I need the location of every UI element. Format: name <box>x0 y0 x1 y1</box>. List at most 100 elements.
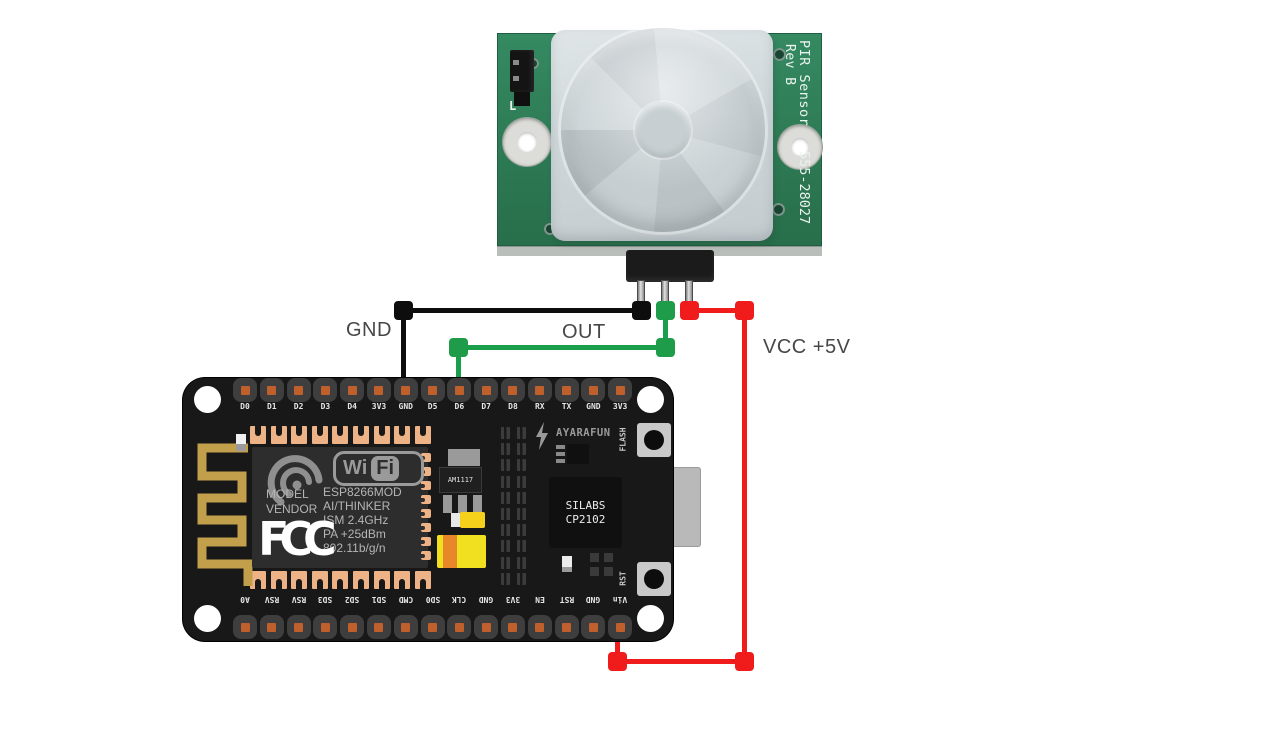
lightning-icon <box>536 422 548 450</box>
pin-label-bottom: GND <box>478 595 494 604</box>
pin-label-bottom: SD2 <box>344 595 360 604</box>
via <box>517 540 526 553</box>
pcb-antenna <box>197 443 253 586</box>
pin-socket-top <box>474 378 499 402</box>
pin-socket-bottom <box>608 615 633 639</box>
wire-gnd-horizontal <box>403 308 641 313</box>
pin-socket-bottom <box>313 615 338 639</box>
pir-jumper-pin <box>513 60 519 65</box>
module-text-line: MODEL <box>266 487 309 501</box>
pir-header-connector <box>626 250 714 282</box>
pir-jumper-label: L <box>509 99 517 113</box>
regulator-leg <box>473 495 482 513</box>
pin-label-top: D3 <box>320 402 331 411</box>
solder-pad <box>352 426 369 444</box>
via-grid <box>501 427 526 585</box>
pin-label-top: GND <box>586 402 601 411</box>
solder-pad <box>414 426 431 444</box>
module-pads-top <box>250 426 431 444</box>
pin-socket-top <box>340 378 365 402</box>
board-hole <box>637 605 664 632</box>
chip-line-2: CP2102 <box>565 512 606 526</box>
pir-pad-ring <box>772 203 785 216</box>
pin-label-top: D8 <box>508 402 518 411</box>
usb-connector <box>671 467 701 547</box>
pir-mount-bore <box>517 132 537 152</box>
solder-pad <box>332 571 349 589</box>
pin-label-bottom: SD1 <box>371 595 387 604</box>
pir-silk-title: PIR Sensor <box>796 40 812 127</box>
pin-label-bottom: A0 <box>240 595 250 604</box>
wire-vcc-horizontal-bottom <box>617 659 744 664</box>
via <box>517 556 526 569</box>
regulator-am1117: AM1117 <box>439 467 482 493</box>
module-text-line: ESP8266MOD <box>323 485 402 499</box>
solder-pad <box>250 571 266 589</box>
regulator-leg <box>458 495 467 513</box>
castellated-pad <box>421 509 431 518</box>
pin-label-bottom: 3V3 <box>505 595 521 604</box>
flash-button[interactable] <box>637 423 671 457</box>
module-text-line: 802.11b/g/n <box>323 541 386 555</box>
pir-silk-rev: Rev B <box>782 44 797 86</box>
solder-pad <box>373 571 390 589</box>
castellated-pad <box>421 537 431 546</box>
pin-socket-bottom <box>554 615 579 639</box>
pin-socket-top <box>554 378 579 402</box>
pin-socket-top <box>608 378 633 402</box>
wire-vcc-horizontal-top <box>689 308 744 313</box>
module-text-line: VENDOR <box>266 502 318 516</box>
espressif-logo-icon <box>267 455 323 506</box>
via <box>517 524 526 537</box>
pin-label-bottom: RST <box>559 595 574 604</box>
pir-jumper-pin <box>513 76 519 81</box>
wire-node-gnd-pir <box>632 301 651 320</box>
pin-label-bottom: CMD <box>398 595 414 604</box>
mini-chip-pad <box>556 459 565 463</box>
label-gnd: GND <box>346 319 392 341</box>
via <box>501 427 510 439</box>
pin-socket-top <box>286 378 311 402</box>
pin-socket-bottom <box>420 615 445 639</box>
wire-node-vcc-corner-top <box>735 301 754 320</box>
pir-dome-hub <box>635 102 691 158</box>
rst-button[interactable] <box>637 562 671 596</box>
solder-pad <box>373 426 390 444</box>
pin-socket-top <box>420 378 445 402</box>
mini-chip-pad <box>556 452 565 456</box>
pin-socket-bottom <box>581 615 606 639</box>
via <box>501 459 510 472</box>
regulator-leg <box>443 495 452 513</box>
mini-chip-pad <box>556 445 565 449</box>
pin-label-top: D1 <box>266 402 277 411</box>
pir-pad-ring <box>773 48 786 61</box>
pin-socket-bottom <box>500 615 525 639</box>
castellated-pad <box>421 551 431 560</box>
solder-pad <box>332 426 349 444</box>
pir-silk-part: 555-28027 <box>796 151 812 225</box>
bottom-pin-row <box>233 615 633 639</box>
wire-out-vertical-1 <box>663 312 668 349</box>
pin-socket-top <box>233 378 257 402</box>
pir-mount-hole-left <box>503 118 551 166</box>
pin-socket-bottom <box>474 615 499 639</box>
wire-node-out-corner-2 <box>449 338 468 357</box>
via <box>501 491 510 504</box>
module-text-line: AI/THINKER <box>323 499 391 513</box>
via <box>517 572 526 585</box>
pin-socket-bottom <box>366 615 391 639</box>
via <box>517 475 526 488</box>
label-vcc: VCC +5V <box>763 336 851 358</box>
smd-component <box>562 556 572 572</box>
pin-socket-bottom <box>233 615 257 639</box>
solder-pad <box>250 426 266 444</box>
vendor-text: AYARAFUN <box>556 427 611 439</box>
pin-socket-top <box>581 378 606 402</box>
board-hole <box>194 605 221 632</box>
pin-socket-bottom <box>527 615 552 639</box>
wire-node-vcc-corner-bottom-left <box>608 652 627 671</box>
castellated-pad <box>421 495 431 504</box>
via <box>501 507 510 520</box>
